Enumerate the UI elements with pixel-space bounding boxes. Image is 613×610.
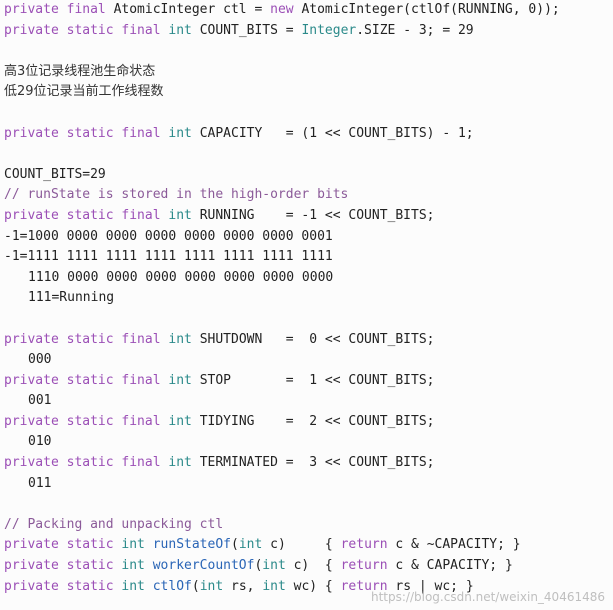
code-line: 1110 0000 0000 0000 0000 0000 0000 0000 <box>4 268 609 289</box>
code-token: private static final <box>4 22 169 38</box>
code-line: private static int ctlOf(int rs, int wc)… <box>4 577 609 598</box>
code-token: private static final <box>4 207 169 223</box>
code-line: private static final int COUNT_BITS = In… <box>4 21 609 42</box>
code-token: ( <box>191 578 200 594</box>
code-token: SHUTDOWN = 0 << COUNT_BITS; <box>199 331 435 347</box>
code-token: int <box>168 372 200 388</box>
code-token: private static <box>4 537 122 553</box>
code-token: private static <box>4 558 122 574</box>
code-token: c) { <box>293 558 341 574</box>
code-line: 000 <box>4 350 609 371</box>
code-token: return <box>340 578 396 594</box>
code-token: 010 <box>28 434 52 450</box>
code-token: runStateOf <box>152 537 231 553</box>
code-token: c & CAPACITY; } <box>395 558 513 574</box>
code-line: 001 <box>4 391 609 412</box>
code-line: -1=1111 1111 1111 1111 1111 1111 1111 11… <box>4 247 609 268</box>
code-line: private static final int STOP = 1 << COU… <box>4 371 609 392</box>
code-token: int <box>262 558 294 574</box>
code-token: wc) { <box>293 578 341 594</box>
blank-line <box>4 144 609 165</box>
code-token: int <box>121 537 153 553</box>
code-token: int <box>168 455 200 471</box>
code-token: 111=Running <box>28 290 115 306</box>
code-token: AtomicInteger(ctlOf(RUNNING, 0)); <box>301 2 560 17</box>
blank-line <box>4 103 609 124</box>
code-token: .SIZE - 3; = 29 <box>356 22 474 38</box>
code-token: 1110 0000 0000 0000 0000 0000 0000 0000 <box>28 269 334 285</box>
code-line: private final AtomicInteger ctl = new At… <box>4 0 609 21</box>
code-token: int <box>121 578 153 594</box>
code-token: RUNNING = -1 << COUNT_BITS; <box>199 207 435 223</box>
code-line: 010 <box>4 432 609 453</box>
code-token: int <box>168 331 200 347</box>
code-token: private static final <box>4 125 169 141</box>
code-token: c & ~CAPACITY; } <box>395 537 521 553</box>
code-line: -1=1000 0000 0000 0000 0000 0000 0000 00… <box>4 227 609 248</box>
code-line: 111=Running <box>4 288 609 309</box>
watermark: https://blog.csdn.net/weixin_40461486 <box>370 590 605 604</box>
code-line: private static final int RUNNING = -1 <<… <box>4 206 609 227</box>
code-token: private static final <box>4 331 169 347</box>
code-line: // runState is stored in the high-order … <box>4 185 609 206</box>
code-token: rs | wc; } <box>395 578 474 594</box>
code-line: private static final int TIDYING = 2 << … <box>4 412 609 433</box>
code-token: int <box>168 125 200 141</box>
code-token: private static final <box>4 413 169 429</box>
code-line: COUNT_BITS=29 <box>4 165 609 186</box>
code-token: Integer <box>301 22 357 38</box>
code-line: private static final int SHUTDOWN = 0 <<… <box>4 330 609 351</box>
code-line: private static int runStateOf(int c) { r… <box>4 535 609 556</box>
code-token: // Packing and unpacking ctl <box>4 516 224 532</box>
code-token: private static final <box>4 372 169 388</box>
code-token: private static <box>4 578 122 594</box>
code-token: 000 <box>28 352 52 368</box>
code-token: COUNT_BITS = <box>199 22 302 38</box>
code-token: TIDYING = 2 << COUNT_BITS; <box>199 413 435 429</box>
code-token: int <box>238 537 271 553</box>
code-token: int <box>199 578 231 594</box>
code-line: private static int workerCountOf(int c) … <box>4 556 609 577</box>
code-token: return <box>340 558 396 574</box>
code-line: private static final int CAPACITY = (1 <… <box>4 124 609 145</box>
code-token: return <box>340 537 396 553</box>
code-token: int <box>168 207 200 223</box>
note-line: 高3位记录线程池生命状态 <box>4 63 156 79</box>
code-token: 011 <box>28 475 52 491</box>
note-line: 低29位记录当前工作线程数 <box>4 84 164 100</box>
code-document: private final AtomicInteger ctl = new At… <box>4 0 609 597</box>
code-token: TERMINATED = 3 << COUNT_BITS; <box>199 455 435 471</box>
blank-line <box>4 309 609 330</box>
code-token: int <box>262 578 294 594</box>
code-token: STOP = 1 << COUNT_BITS; <box>199 372 435 388</box>
code-token: CAPACITY = (1 << COUNT_BITS) - 1; <box>199 125 474 141</box>
code-token: -1=1111 1111 1111 1111 1111 1111 1111 11… <box>4 249 333 265</box>
code-token: ctlOf <box>152 578 192 594</box>
code-token: private static final <box>4 455 169 471</box>
code-token: new <box>270 2 302 17</box>
code-token: COUNT_BITS=29 <box>4 166 106 182</box>
code-token: -1=1000 0000 0000 0000 0000 0000 0000 00… <box>4 228 333 244</box>
code-token: int <box>168 413 200 429</box>
code-token: rs, <box>231 578 263 594</box>
code-token: int <box>121 558 153 574</box>
code-line: 011 <box>4 474 609 495</box>
code-token: ( <box>231 537 239 553</box>
code-token: AtomicInteger ctl = <box>113 2 271 17</box>
code-token: private final <box>4 2 114 17</box>
blank-line <box>4 494 609 515</box>
code-line: // Packing and unpacking ctl <box>4 515 609 536</box>
code-token: // runState is stored in the high-order … <box>4 187 349 203</box>
blank-line <box>4 41 609 62</box>
code-token: workerCountOf <box>152 558 255 574</box>
code-line: private static final int TERMINATED = 3 … <box>4 453 609 474</box>
code-token: int <box>168 22 200 38</box>
code-token: 001 <box>28 393 52 409</box>
code-token: ( <box>254 558 263 574</box>
code-token: c) { <box>270 537 341 553</box>
